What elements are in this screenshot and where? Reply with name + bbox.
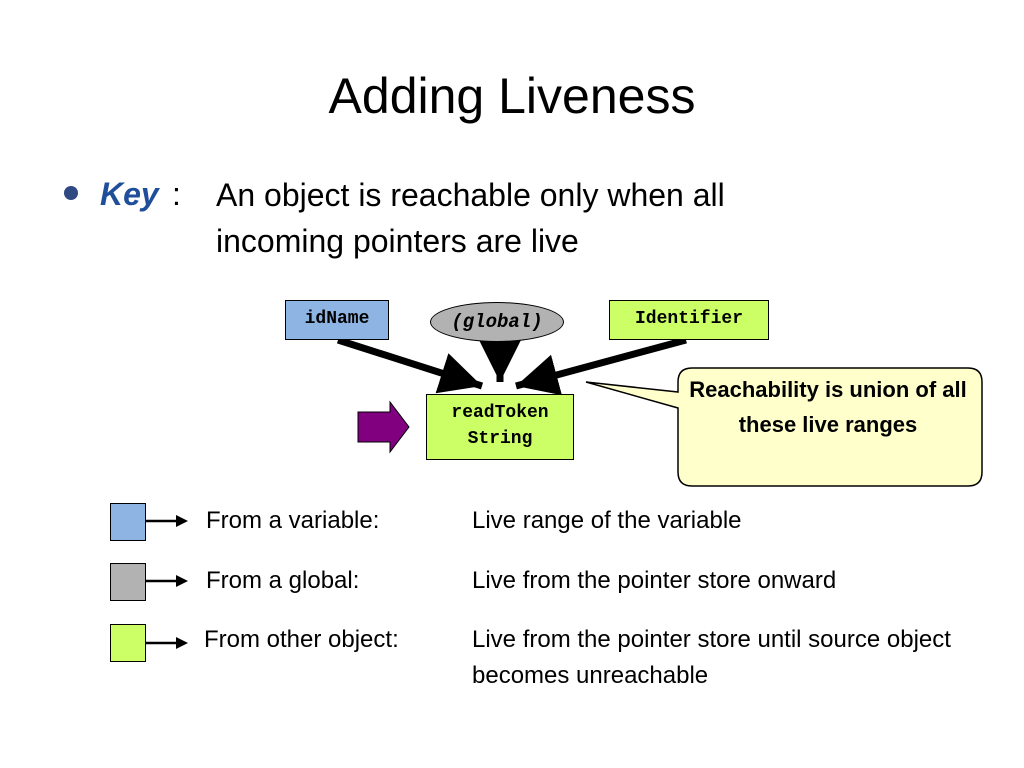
global-ellipse: (global) [430,302,564,342]
key-label: Key [100,176,159,212]
callout-text: Reachability is union of all these live … [689,377,967,437]
identifier-box: Identifier [609,300,769,340]
slide-title: Adding Liveness [328,68,696,124]
arrow-from-identifier [515,336,687,396]
readtoken-line-1: readToken [451,403,549,423]
legend-desc-global: Live from the pointer store onward [472,567,837,594]
callout-bubble [585,367,983,487]
readtoken-line-2: String [467,429,533,449]
key-colon: : [172,176,181,212]
arrow-from-idname [336,336,484,394]
bullet-dot-icon [64,186,78,200]
input-arrow-icon [357,400,410,454]
legend-label-global: From a global: [206,567,360,594]
idname-box: idName [285,300,389,340]
legend-desc-object: Live from the pointer store until source… [472,626,951,689]
legend-arrows [146,515,188,649]
legend-swatch-object [110,624,146,662]
legend-desc-variable: Live range of the variable [472,507,742,534]
key-text: An object is reachable only when all inc… [216,177,725,259]
legend-label-object: From other object: [204,626,399,653]
legend-swatch-variable [110,503,146,541]
legend-swatch-global [110,563,146,601]
readtoken-string-box: readToken String [426,394,574,460]
legend-label-variable: From a variable: [206,507,380,534]
